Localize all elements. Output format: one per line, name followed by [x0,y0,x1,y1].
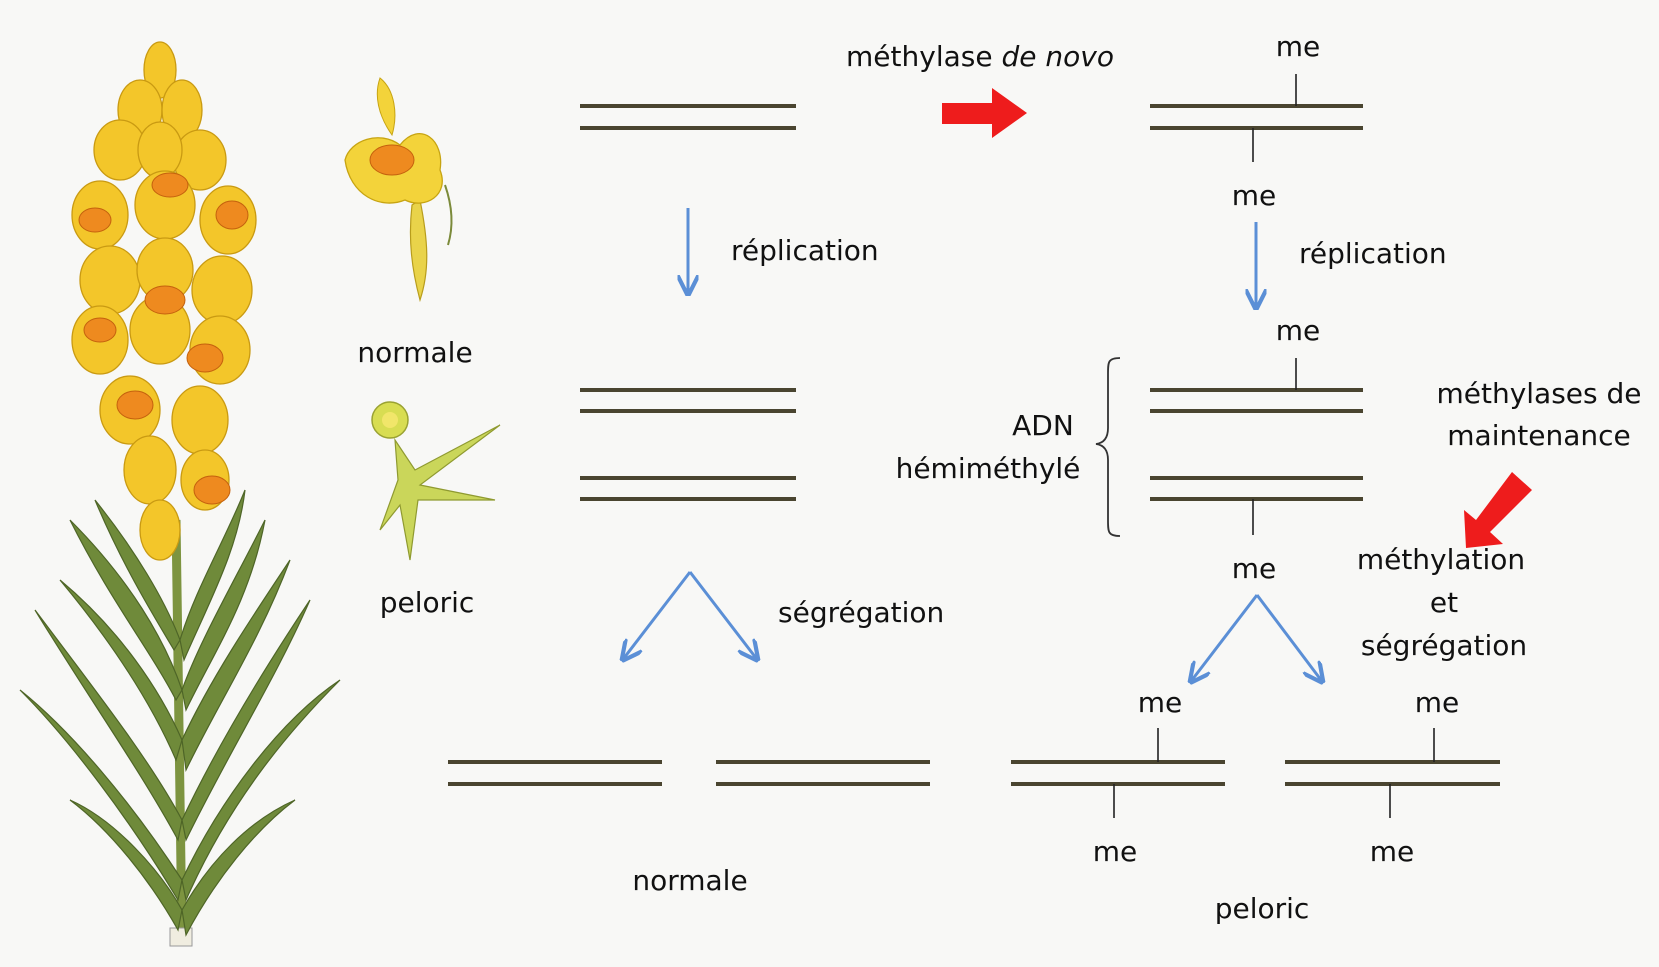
dna-mid-right-2 [1150,476,1363,501]
dna-mid-left-1 [580,388,796,413]
peloric-flower-icon [371,401,501,561]
label-methylases-line2: maintenance [1447,419,1630,452]
dna-top-left [580,104,796,130]
label-normale-flower: normale [357,336,472,369]
dna-strands [448,104,1500,786]
dna-top-right [1150,104,1363,130]
label-segregation: ségrégation [778,596,944,629]
label-methylase-de-novo: méthylase de novo [846,40,1114,73]
methyl-labels: me me me me me me me me [1093,30,1460,868]
me-label: me [1276,314,1321,347]
methylase-prefix: méthylase [846,40,1001,73]
label-methylation-line1: méthylation [1357,543,1525,576]
dna-bottom-left-1 [448,760,662,786]
me-label: me [1232,552,1277,585]
label-replication-right: réplication [1299,237,1447,270]
normal-flower-icon [344,77,453,303]
me-label: me [1232,179,1277,212]
me-label: me [1093,835,1138,868]
dna-bottom-right-2 [1285,760,1500,786]
methyl-ticks [1113,74,1435,818]
label-hemimethyle: hémiméthylé [896,452,1081,485]
dna-bottom-right-1 [1011,760,1225,786]
dna-mid-left-2 [580,476,796,501]
blue-arrow-icon [624,208,1321,680]
label-adn: ADN [1012,409,1074,442]
me-label: me [1370,835,1415,868]
label-normale-bottom: normale [632,864,747,897]
hemimethylated-brace [1095,357,1121,537]
me-label: me [1276,30,1321,63]
linaria-plant-illustration [19,41,341,947]
label-replication-left: réplication [731,234,879,267]
red-arrow-icon [942,88,1532,548]
label-methylases-line1: méthylases de [1436,377,1641,410]
dna-bottom-left-2 [716,760,930,786]
me-label: me [1138,686,1183,719]
dna-mid-right-1 [1150,388,1363,413]
me-label: me [1415,686,1460,719]
methylase-italic: de novo [1001,40,1113,73]
label-peloric-flower: peloric [380,586,475,619]
label-methylation-line2: et [1430,586,1458,619]
label-methylation-line3: ségrégation [1361,629,1527,662]
label-peloric-bottom: peloric [1215,892,1310,925]
